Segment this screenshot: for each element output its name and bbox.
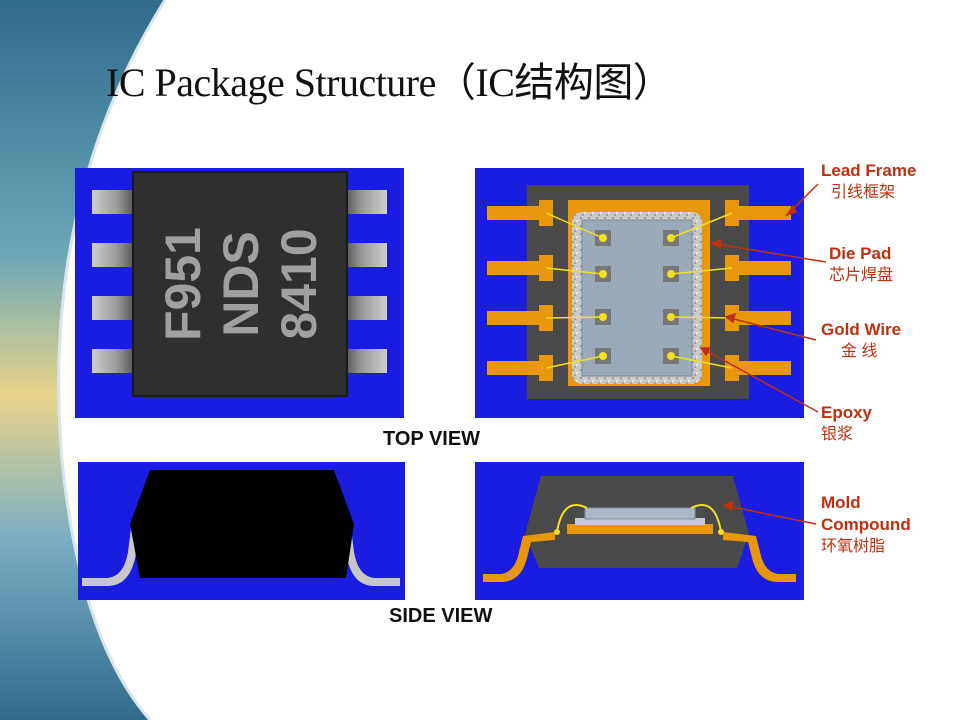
- callout-gold-wire-zh: 金 线: [841, 343, 878, 360]
- callout-mold-compound-zh: 环氧树脂: [821, 538, 886, 555]
- callout-gold-wire: Gold Wire 金 线: [821, 319, 901, 363]
- callout-mold-compound-en2: Compound: [821, 515, 911, 534]
- callout-lead-frame-zh: 引线框架: [831, 184, 896, 201]
- callout-epoxy-en: Epoxy: [821, 403, 873, 422]
- side-chip-body: [130, 470, 354, 578]
- callout-gold-wire-en: Gold Wire: [821, 320, 902, 339]
- callout-lead-frame-en: Lead Frame: [821, 161, 917, 180]
- top-view-internal: [475, 168, 804, 418]
- side-view-exterior: [78, 462, 405, 600]
- chip-marking-line1: F951: [155, 227, 211, 341]
- side-die: [584, 507, 696, 520]
- side-die-pad: [567, 524, 713, 534]
- chip-marking-line3: 8410: [271, 228, 327, 339]
- callout-lead-frame: Lead Frame 引线框架: [821, 160, 916, 204]
- top-view-label: TOP VIEW: [383, 428, 481, 450]
- callout-mold-compound: Mold Compound 环氧树脂: [821, 492, 911, 558]
- chip-marking-line2: NDS: [213, 231, 269, 337]
- callout-die-pad: Die Pad 芯片焊盘: [829, 243, 893, 287]
- side-view-label: SIDE VIEW: [389, 605, 493, 627]
- callout-epoxy: Epoxy 银浆: [821, 402, 872, 446]
- chip-body: [132, 171, 348, 397]
- left-pins: [92, 190, 134, 373]
- side-view-crosssection: [475, 462, 804, 600]
- page-title: IC Package Structure（IC结构图）: [106, 60, 673, 105]
- right-pins: [345, 190, 387, 373]
- callout-epoxy-zh: 银浆: [821, 426, 854, 443]
- callout-die-pad-zh: 芯片焊盘: [829, 267, 894, 284]
- callout-mold-compound-en: Mold: [821, 493, 861, 512]
- callout-die-pad-en: Die Pad: [829, 244, 892, 263]
- top-view-exterior: F951 NDS 8410: [75, 168, 404, 418]
